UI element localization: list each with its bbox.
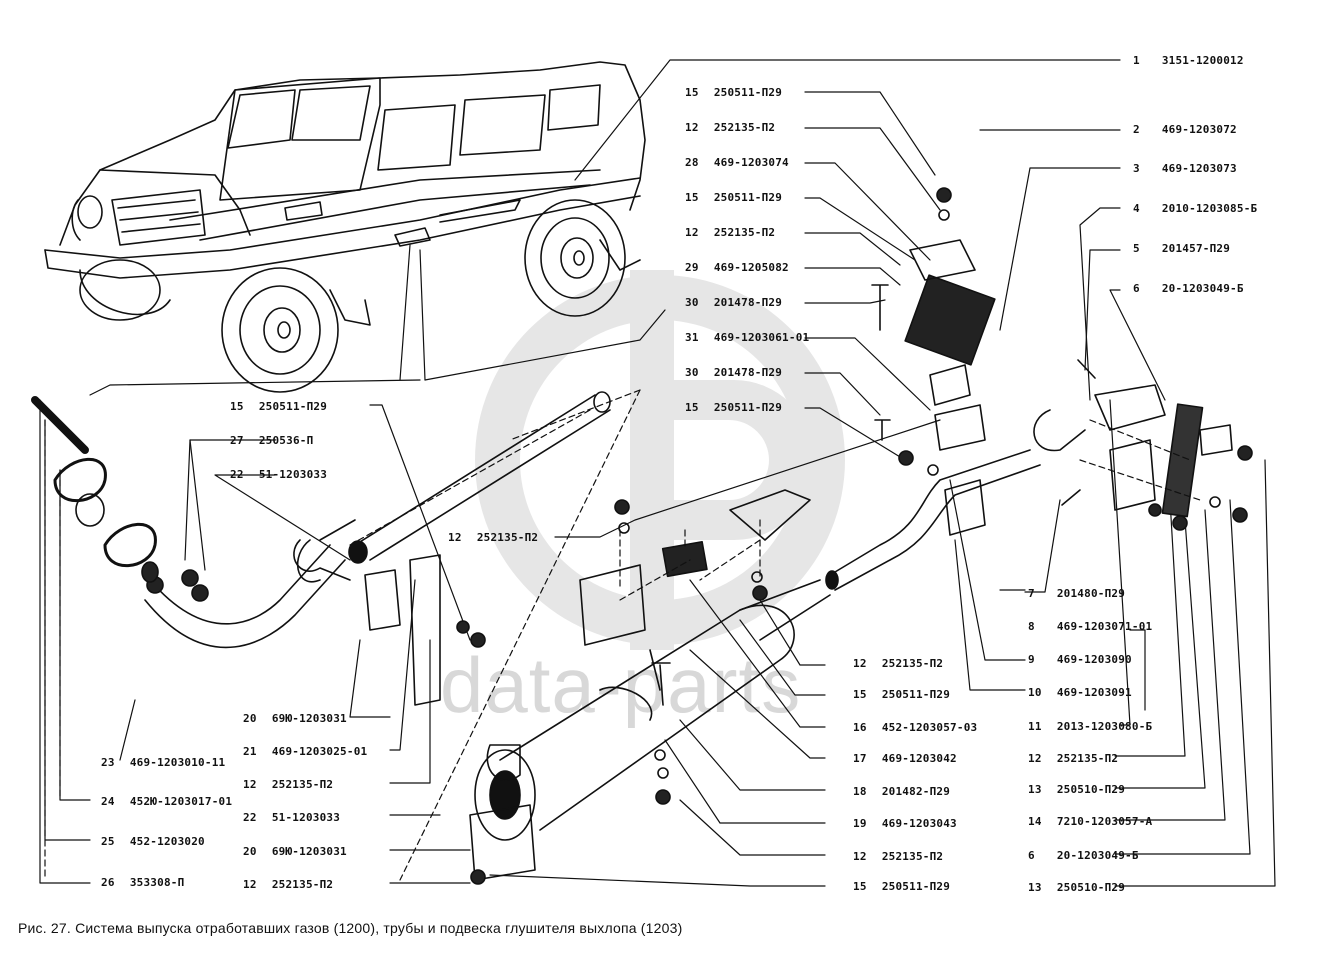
part-label: 15 250511-П29 [685,191,783,204]
part-label: 15 250511-П29 [685,86,783,99]
part-label: 9 469-1203090 [1028,653,1132,666]
part-label: 20 69Ю-1203031 [243,712,347,725]
intermediate-pipe [825,449,1041,591]
front-pipe [144,391,611,649]
part-label: 12 252135-П2 [243,878,334,891]
part-label: 12 252135-П2 [448,531,539,544]
part-label: 13 250510-П29 [1028,783,1126,796]
watermark-logo [475,270,845,650]
part-label: 2 469-1203072 [1133,123,1237,136]
part-label: 12 252135-П2 [853,850,944,863]
part-label: 6 20-1203049-Б [1133,282,1244,295]
part-label: 3 469-1203073 [1133,162,1237,175]
mounting-brackets [364,239,1233,881]
flanges [53,457,159,583]
vehicle-illustration [44,61,646,393]
part-label: 30 201478-П29 [685,296,783,309]
part-label: 19 469-1203043 [853,817,957,830]
part-label: 28 469-1203074 [685,156,789,169]
part-label: 18 201482-П29 [853,785,951,798]
part-label: 12 252135-П2 [685,226,776,239]
part-label: 22 51-1203033 [230,468,328,481]
part-label: 27 250536-П [230,434,314,447]
part-label: 5 201457-П29 [1133,242,1231,255]
muffler [474,579,831,841]
part-label: 16 452-1203057-03 [853,721,978,734]
part-label: 12 252135-П2 [685,121,776,134]
part-label: 13 250510-П29 [1028,881,1126,894]
part-label: 24 452Ю-1203017-01 [101,795,233,808]
part-label: 11 2013-1203080-Б [1028,720,1153,733]
part-label: 17 469-1203042 [853,752,957,765]
part-label: 15 250511-П29 [230,400,328,413]
part-label: 12 252135-П2 [853,657,944,670]
part-label: 20 69Ю-1203031 [243,845,347,858]
bolts [31,284,1096,706]
part-label: 14 7210-1203057-А [1028,815,1153,828]
part-label: 26 353308-П [101,876,185,889]
part-label: 21 469-1203025-01 [243,745,368,758]
part-label: 31 469-1203061-01 [685,331,810,344]
part-label: 12 252135-П2 [243,778,334,791]
part-label: 4 2010-1203085-Б [1133,202,1258,215]
part-label: 10 469-1203091 [1028,686,1132,699]
part-label: 15 250511-П29 [685,401,783,414]
part-label: 23 469-1203010-11 [101,756,226,769]
clamps [296,409,1086,781]
part-label: 30 201478-П29 [685,366,783,379]
part-label: 8 469-1203071-01 [1028,620,1153,633]
part-label: 12 252135-П2 [1028,752,1119,765]
part-label: 15 250511-П29 [853,880,951,893]
leader-lines [39,59,1276,887]
part-label: 1 3151-1200012 [1133,54,1244,67]
fasteners [146,187,1253,885]
figure-caption: Рис. 27. Система выпуска отработавших га… [18,920,683,936]
part-label: 29 469-1205082 [685,261,789,274]
part-label: 22 51-1203033 [243,811,341,824]
part-label: 15 250511-П29 [853,688,951,701]
part-label: 7 201480-П29 [1028,587,1126,600]
assembly-guides [44,389,1201,881]
part-label: 25 452-1203020 [101,835,205,848]
part-label: 6 20-1203049-Б [1028,849,1139,862]
